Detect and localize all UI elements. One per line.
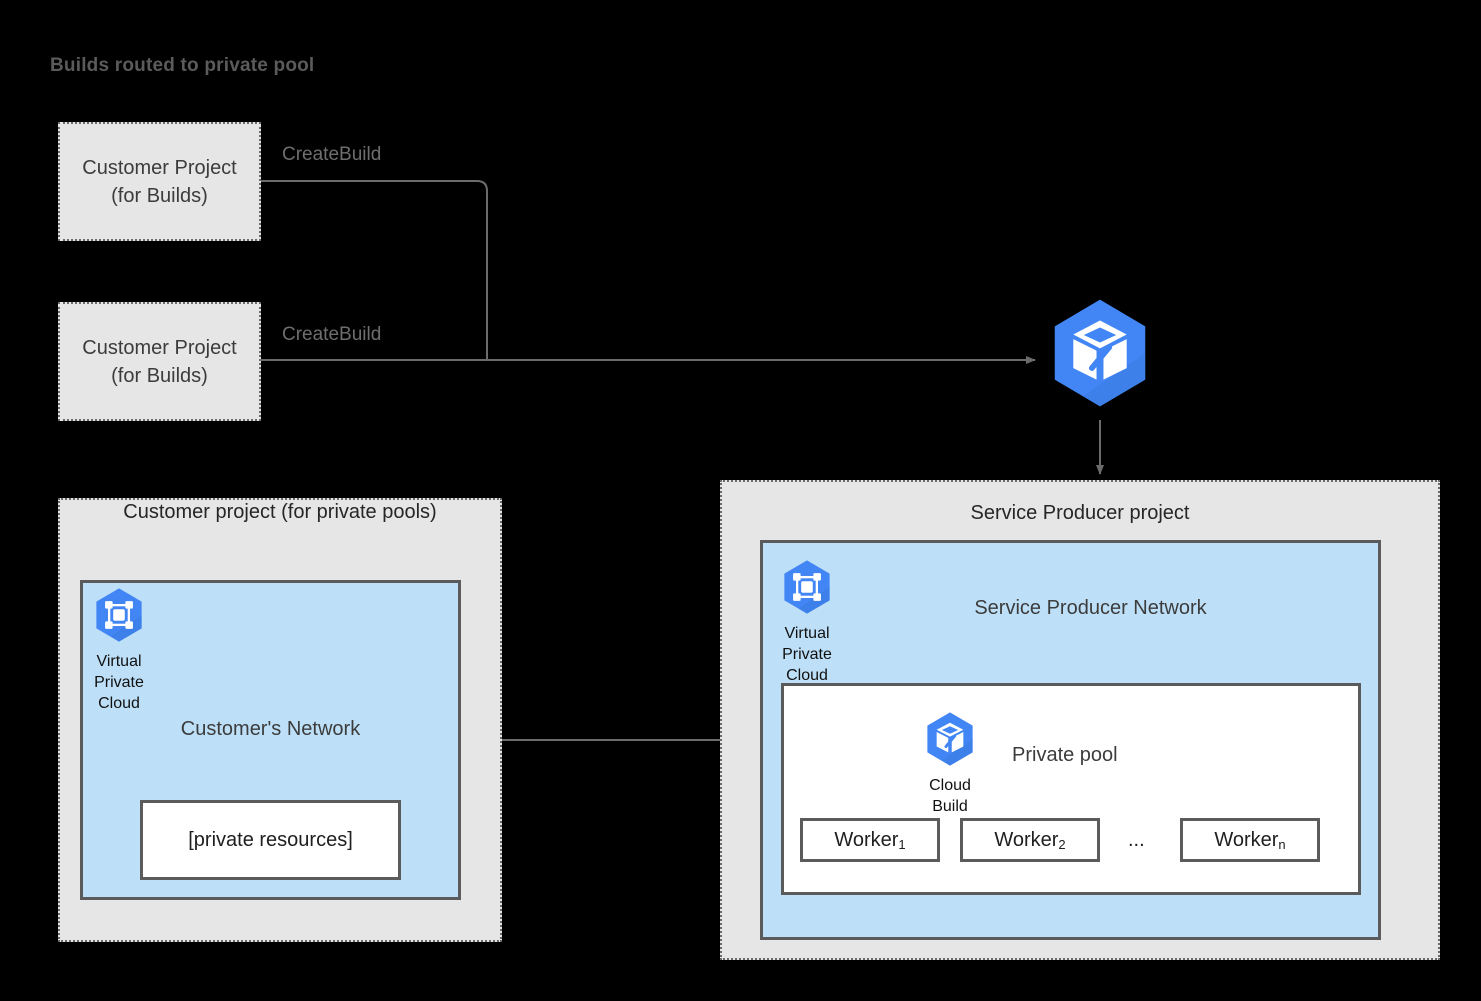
customer-vpc-caption: Virtual Private Cloud <box>94 653 144 712</box>
private-pool-cloud-build-icon-block: Cloud Build <box>921 710 979 817</box>
service-producer-project-title: Service Producer project <box>970 502 1190 524</box>
customer-vpc-icon-block: Virtual Private Cloud <box>90 586 148 714</box>
customer-project-builds-2-label: Customer Project (for Builds) <box>82 336 237 387</box>
cloud-build-service-icon-block <box>1042 295 1158 416</box>
virtual-private-cloud-icon <box>784 560 830 614</box>
virtual-private-cloud-icon <box>96 588 142 642</box>
worker-n-name: Worker <box>1214 828 1279 851</box>
cloud-build-icon <box>1054 299 1146 407</box>
page-title: Builds routed to private pool <box>50 55 315 76</box>
worker-n-sub: n <box>1278 836 1286 852</box>
create-build-label-1: CreateBuild <box>282 144 382 165</box>
customer-project-builds-2: Customer Project (for Builds) <box>58 302 261 421</box>
worker-1-sub: 1 <box>898 836 906 852</box>
producer-vpc-caption: Virtual Private Cloud <box>782 625 832 684</box>
customers-network-title: Customer's Network <box>180 718 361 740</box>
private-pool-box <box>781 683 1361 895</box>
private-pool-cloud-build-caption: Cloud Build <box>929 777 971 815</box>
private-resources-box: [private resources] <box>140 800 401 880</box>
private-pool-title: Private pool <box>1012 744 1118 766</box>
worker-1-name: Worker <box>834 828 899 851</box>
customer-private-pool-project-title: Customer project (for private pools) <box>123 501 437 523</box>
producer-vpc-icon-block: Virtual Private Cloud <box>778 558 836 686</box>
customer-project-builds-1: Customer Project (for Builds) <box>58 122 261 241</box>
worker-2-name: Worker <box>994 828 1059 851</box>
cloud-build-icon <box>927 712 973 766</box>
worker-2-sub: 2 <box>1058 836 1066 852</box>
customer-project-builds-1-label: Customer Project (for Builds) <box>82 156 237 207</box>
service-producer-network-title: Service Producer Network <box>974 597 1207 619</box>
create-build-label-2: CreateBuild <box>282 324 382 345</box>
private-resources-label: [private resources] <box>188 829 353 851</box>
workers-ellipsis: ... <box>1128 829 1145 851</box>
